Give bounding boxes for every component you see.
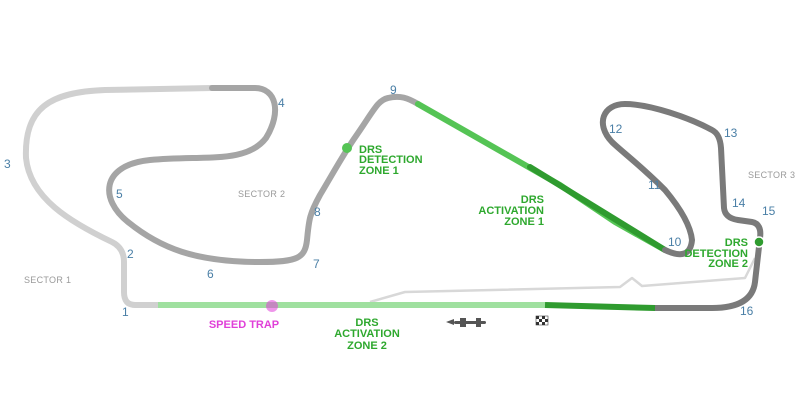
turn-12: 12 xyxy=(609,122,623,136)
turn-8: 8 xyxy=(314,205,321,219)
turn-2: 2 xyxy=(127,247,134,261)
svg-text:DRS: DRS xyxy=(359,144,382,156)
svg-text:DETECTION: DETECTION xyxy=(684,248,748,260)
speed-trap-marker xyxy=(266,300,278,312)
svg-text:ACTIVATION: ACTIVATION xyxy=(334,328,400,340)
drs-activation-zone-1-dark xyxy=(527,164,668,253)
turn-6: 6 xyxy=(207,267,214,281)
turn-1: 1 xyxy=(122,305,129,319)
turn-5: 5 xyxy=(116,187,123,201)
sector-3-label: SECTOR 3 xyxy=(748,170,795,180)
turn-9: 9 xyxy=(390,83,397,97)
drs-detection-zone-1-label: DRS DETECTION ZONE 1 xyxy=(359,144,423,177)
turn-4: 4 xyxy=(278,96,285,110)
checkered-flag-icon xyxy=(535,315,549,326)
turn-14: 14 xyxy=(732,196,746,210)
track-sector-1 xyxy=(22,85,215,308)
drs-detection-point-2 xyxy=(753,236,765,248)
svg-text:DRS: DRS xyxy=(521,194,544,206)
drs-detection-zone-2-label: DRS DETECTION ZONE 2 xyxy=(684,237,748,270)
drs-detection-point-1 xyxy=(342,143,352,153)
turn-13: 13 xyxy=(724,126,738,140)
svg-text:ZONE 2: ZONE 2 xyxy=(708,258,748,270)
svg-text:ZONE 2: ZONE 2 xyxy=(347,340,387,352)
turn-7: 7 xyxy=(313,257,320,271)
turn-3: 3 xyxy=(4,157,11,171)
svg-text:DRS: DRS xyxy=(355,317,378,329)
turn-16: 16 xyxy=(740,304,754,318)
car-icon xyxy=(446,318,486,327)
turn-15: 15 xyxy=(762,204,776,218)
svg-text:DETECTION: DETECTION xyxy=(359,154,423,166)
svg-text:ACTIVATION: ACTIVATION xyxy=(478,205,544,217)
pit-lane xyxy=(369,257,757,304)
turn-10: 10 xyxy=(668,235,682,249)
sector-2-label: SECTOR 2 xyxy=(238,189,285,199)
svg-text:DRS: DRS xyxy=(725,237,748,249)
turn-11: 11 xyxy=(648,178,661,192)
track-sector-2 xyxy=(106,85,421,265)
track-sector-3 xyxy=(599,101,764,311)
svg-text:ZONE 1: ZONE 1 xyxy=(504,216,544,228)
sector-1-label: SECTOR 1 xyxy=(24,275,71,285)
drs-activation-zone-1-label: DRS ACTIVATION ZONE 1 xyxy=(478,194,544,228)
speed-trap-label: SPEED TRAP xyxy=(209,319,279,331)
drs-activation-zone-2-dark xyxy=(544,302,656,311)
svg-text:ZONE 1: ZONE 1 xyxy=(359,165,399,177)
drs-activation-zone-2-label: DRS ACTIVATION ZONE 2 xyxy=(334,317,400,352)
